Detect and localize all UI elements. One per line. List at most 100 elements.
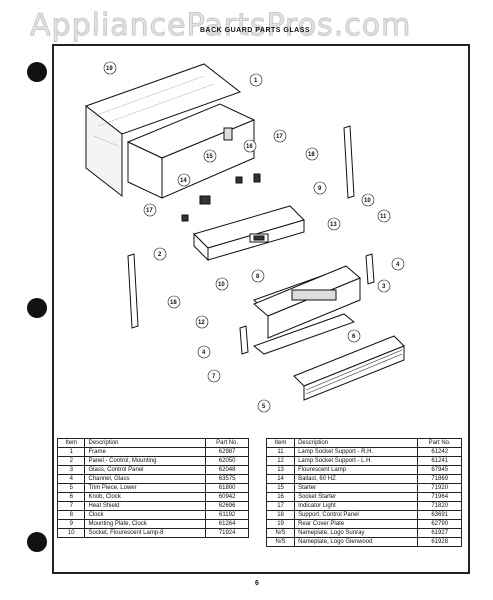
callout-19: 19 bbox=[106, 66, 113, 72]
item-cell: 9 bbox=[56, 519, 86, 529]
column-header-part-no: Part No. bbox=[205, 438, 249, 448]
callout-4b: 4 bbox=[202, 350, 206, 356]
callout-6: 6 bbox=[352, 334, 356, 340]
channel-glass-right-part bbox=[365, 253, 375, 285]
binder-hole-bottom bbox=[27, 532, 47, 552]
callout-2: 2 bbox=[158, 252, 162, 258]
callout-12: 12 bbox=[198, 320, 205, 326]
section-title: BACK GUARD PARTS GLASS bbox=[200, 27, 311, 34]
callout-1: 1 bbox=[254, 78, 258, 84]
part-no-cell: 61928 bbox=[417, 537, 462, 547]
description-cell: Glass, Control Panel bbox=[84, 465, 207, 475]
item-cell: 16 bbox=[265, 492, 296, 502]
part-no-cell: 61264 bbox=[205, 519, 249, 529]
ballast-part bbox=[199, 195, 211, 205]
item-cell: 5 bbox=[56, 483, 86, 493]
item-cell: 17 bbox=[265, 501, 296, 511]
item-cell: N/S bbox=[265, 528, 296, 538]
page-border-left bbox=[52, 44, 54, 574]
callout-4a: 4 bbox=[396, 262, 400, 268]
description-cell: Support, Control Panel bbox=[294, 510, 419, 520]
page-number: 6 bbox=[255, 580, 259, 587]
item-cell: 10 bbox=[56, 528, 86, 538]
callout-17a: 17 bbox=[276, 134, 283, 140]
item-cell: 2 bbox=[56, 456, 86, 466]
part-no-cell: 71964 bbox=[417, 492, 462, 502]
callout-5: 5 bbox=[262, 404, 266, 410]
description-cell: Flourescent Lamp bbox=[294, 465, 419, 475]
description-cell: Channel, Glass bbox=[84, 474, 207, 484]
description-cell: Socket Starter bbox=[294, 492, 419, 502]
page-border-bottom bbox=[52, 572, 470, 574]
part-no-cell: 71924 bbox=[205, 528, 249, 538]
column-header-description: Description bbox=[84, 438, 207, 448]
page-border-top bbox=[52, 44, 470, 46]
part-no-cell: 71869 bbox=[417, 474, 462, 484]
callout-18a: 18 bbox=[308, 152, 315, 158]
part-no-cell: 62696 bbox=[205, 501, 249, 511]
callout-labels: 19 1 16 17 15 14 18 17 9 10 11 2 3 7 13 … bbox=[103, 61, 405, 413]
description-cell: Starter bbox=[294, 483, 419, 493]
item-cell: 4 bbox=[56, 474, 86, 484]
part-no-cell: 63575 bbox=[205, 474, 249, 484]
callout-13: 13 bbox=[330, 222, 337, 228]
callout-7: 7 bbox=[212, 374, 216, 380]
callout-18b: 18 bbox=[170, 300, 177, 306]
item-cell: 12 bbox=[265, 456, 296, 466]
description-cell: Knob, Clock bbox=[84, 492, 207, 502]
description-cell: Panel - Control, Mounting bbox=[84, 456, 207, 466]
item-cell: 14 bbox=[265, 474, 296, 484]
description-cell: Heat Shield bbox=[84, 501, 207, 511]
part-no-cell: 63691 bbox=[417, 510, 462, 520]
part-no-cell: 71920 bbox=[417, 483, 462, 493]
column-header-description: Description bbox=[294, 438, 419, 448]
part-no-cell: 61800 bbox=[205, 483, 249, 493]
item-cell: 19 bbox=[265, 519, 296, 529]
callout-16: 16 bbox=[246, 144, 253, 150]
support-right-part bbox=[343, 125, 355, 199]
page-border-right bbox=[468, 44, 470, 574]
callout-17b: 17 bbox=[146, 208, 153, 214]
description-cell: Ballast, 60 HZ bbox=[294, 474, 419, 484]
description-cell: Mounting Plate, Clock bbox=[84, 519, 207, 529]
description-cell: Clock bbox=[84, 510, 207, 520]
item-cell: 6 bbox=[56, 492, 86, 502]
callout-10a: 10 bbox=[364, 198, 371, 204]
table-header-row: Item Description Part No. bbox=[56, 438, 249, 448]
item-cell: 8 bbox=[56, 510, 86, 520]
description-cell: Indicator Light bbox=[294, 501, 419, 511]
item-cell: 15 bbox=[265, 483, 296, 493]
item-cell: N/S bbox=[265, 537, 296, 547]
description-cell: Lamp Socket Support - R.H. bbox=[294, 447, 419, 457]
watermark-logo: AppliancePartsPros.com bbox=[29, 8, 412, 44]
part-no-cell: 61927 bbox=[417, 528, 462, 538]
callout-9: 9 bbox=[318, 186, 322, 192]
item-cell: 1 bbox=[56, 447, 86, 457]
part-no-cell: 61192 bbox=[205, 510, 249, 520]
support-left-part bbox=[127, 253, 139, 329]
column-header-item: Item bbox=[265, 438, 296, 448]
description-cell: Nameplate, Logo Glenwood bbox=[294, 537, 419, 547]
column-header-part-no: Part No. bbox=[417, 438, 462, 448]
description-cell: Frame bbox=[84, 447, 207, 457]
callout-15: 15 bbox=[206, 154, 213, 160]
item-cell: 7 bbox=[56, 501, 86, 511]
part-no-cell: 67945 bbox=[417, 465, 462, 475]
description-cell: Nameplate, Logo Sunray bbox=[294, 528, 419, 538]
part-no-cell: 62790 bbox=[417, 519, 462, 529]
